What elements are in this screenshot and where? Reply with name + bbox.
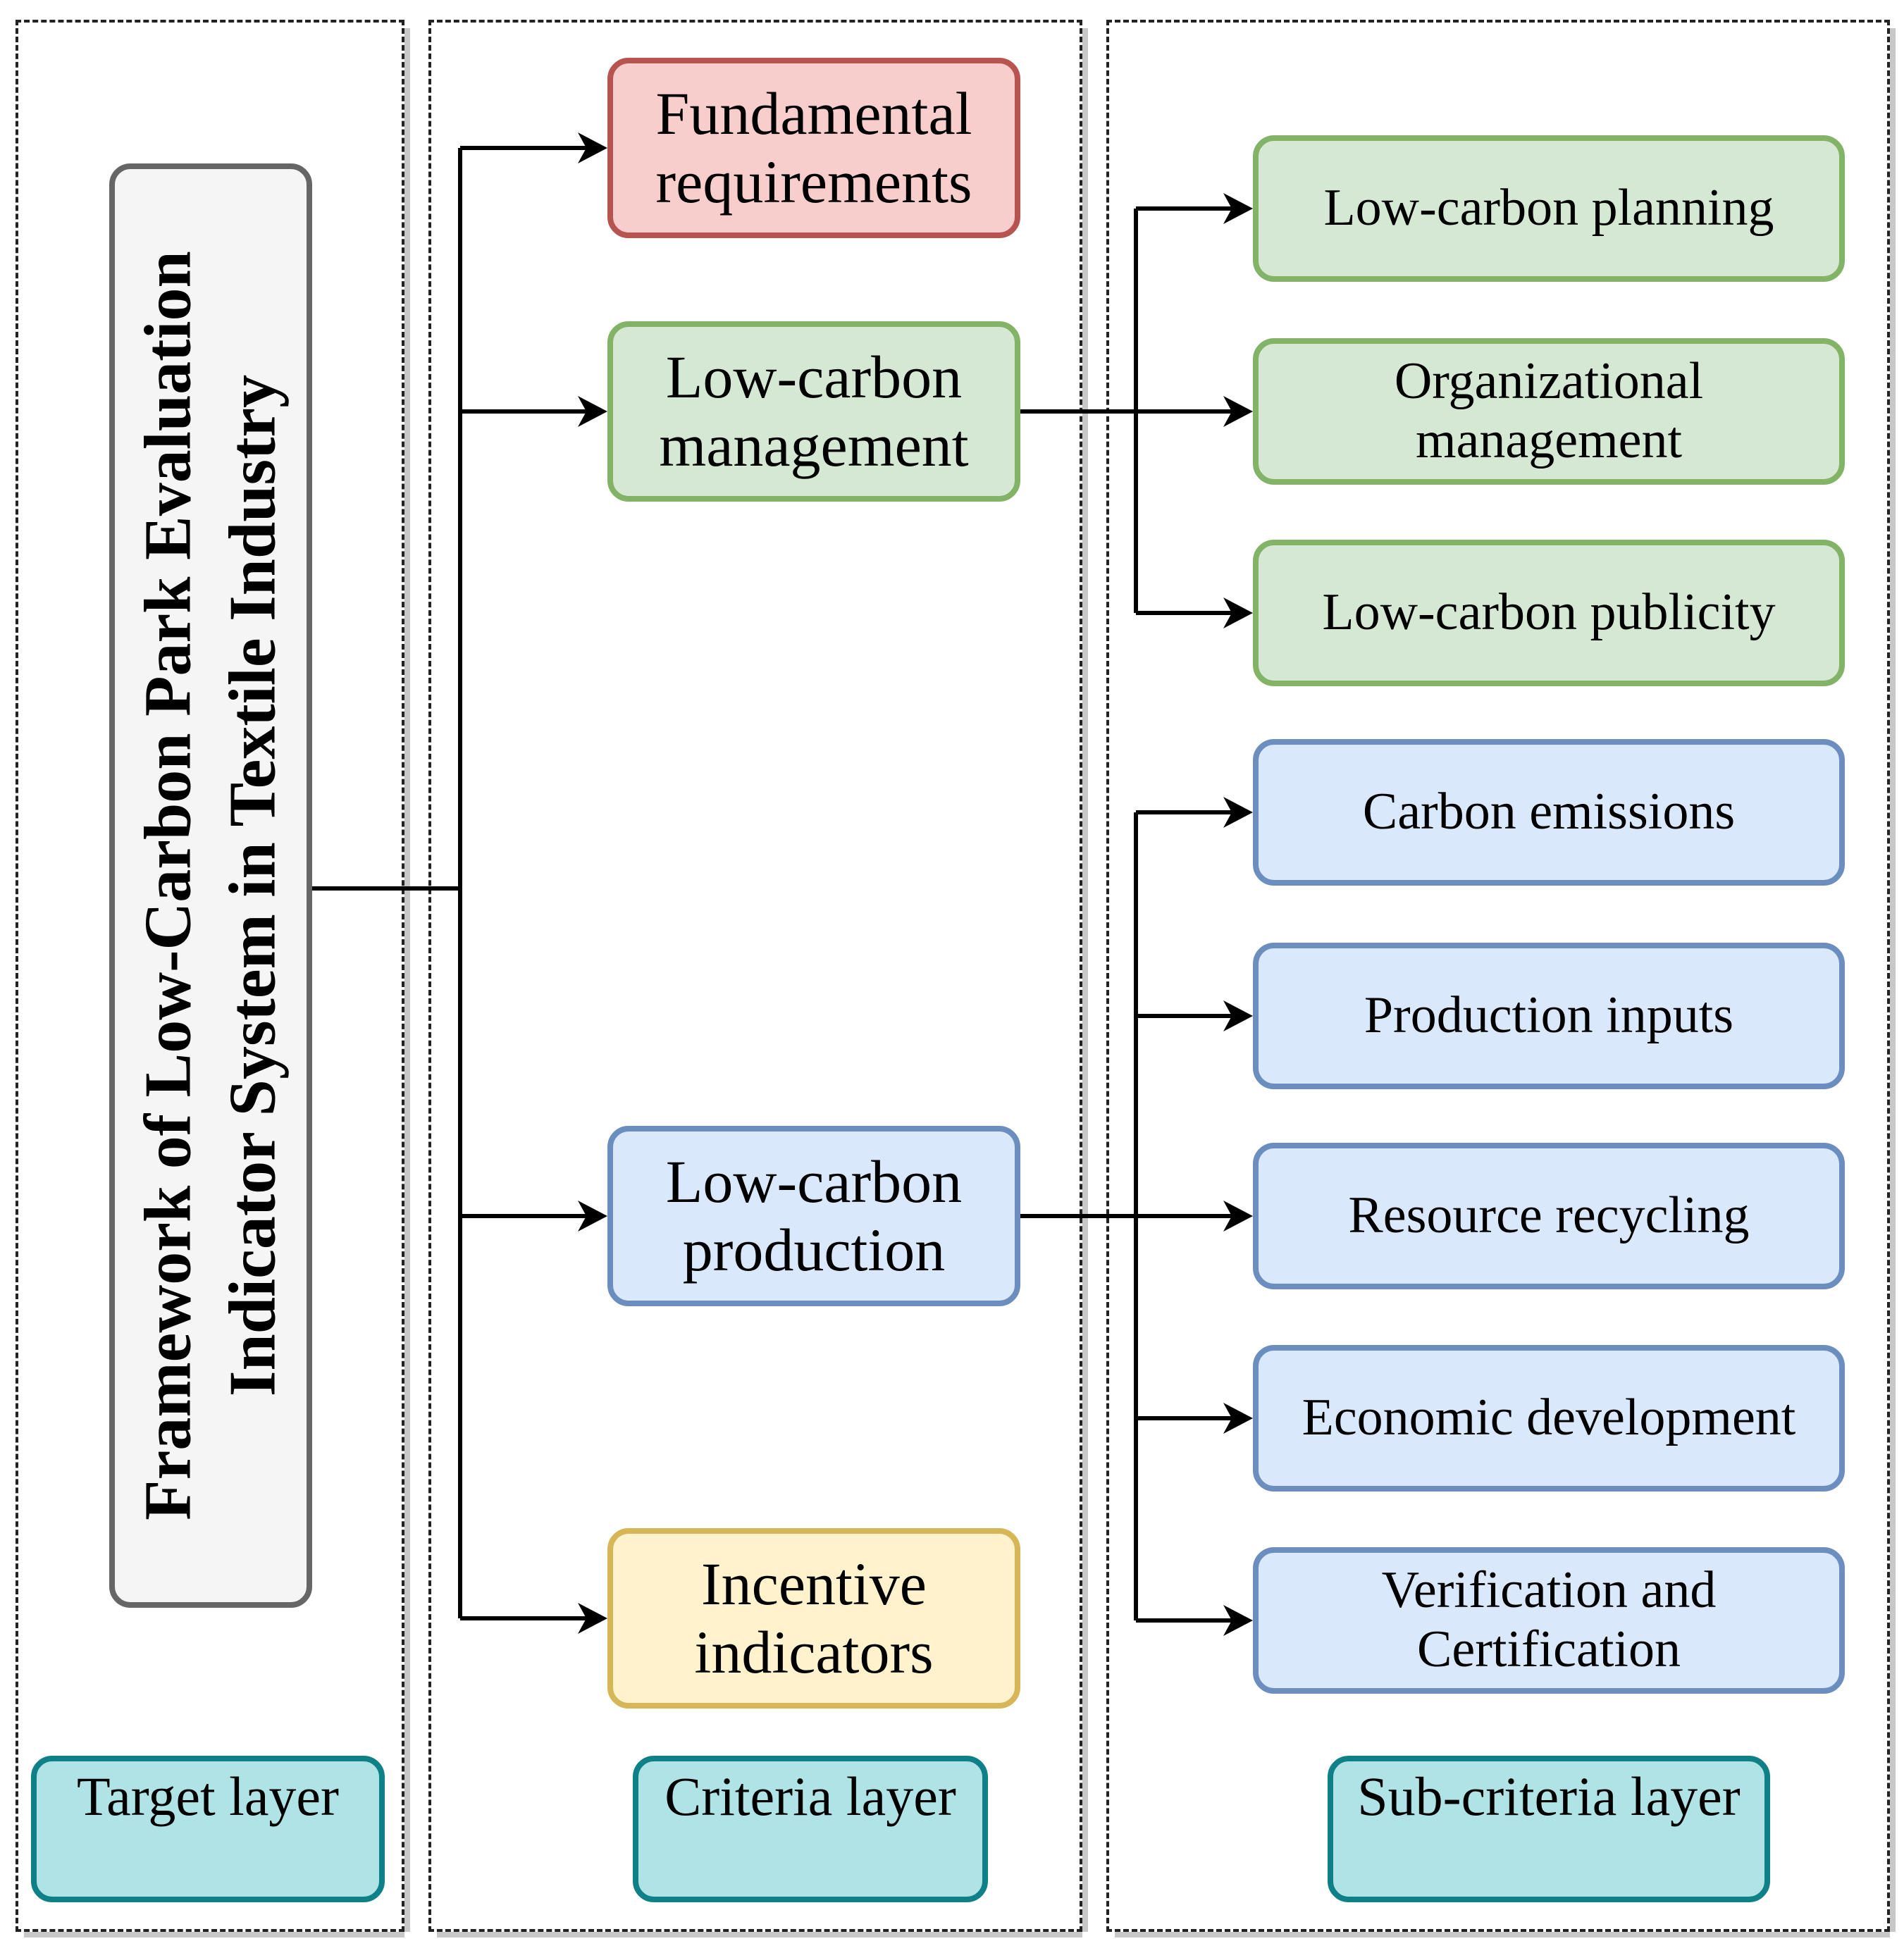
subcriteria-low-carbon-planning: Low-carbon planning: [1253, 135, 1850, 287]
criteria-layer-label: Criteria layer: [633, 1756, 994, 1908]
target-layer-text: Target layer: [76, 1766, 340, 1827]
target-title-line1: Framework of Low-Carbon Park Evaluation: [131, 251, 205, 1520]
target-title-line2: Indicator System in Textile Industry: [216, 374, 290, 1397]
subcriteria-label-line1: Low-carbon publicity: [1322, 583, 1776, 642]
target-box: Framework of Low-Carbon Park Evaluation …: [109, 163, 318, 1613]
criteria-layer-column: [428, 20, 1088, 1938]
subcriteria-label-line1: Carbon emissions: [1362, 783, 1736, 841]
subcriteria-economic-development: Economic development: [1253, 1345, 1850, 1497]
subcriteria-label-line2: Certification: [1417, 1620, 1681, 1678]
subcriteria-low-carbon-publicity: Low-carbon publicity: [1253, 540, 1850, 692]
subcriteria-resource-recycling: Resource recycling: [1253, 1143, 1850, 1295]
subcriteria-layer-text: Sub-criteria layer: [1357, 1766, 1741, 1827]
subcriteria-label-line2: management: [1415, 411, 1683, 469]
subcriteria-label-line1: Resource recycling: [1348, 1186, 1750, 1245]
criteria-label-line1: Low-carbon: [665, 342, 963, 411]
subcriteria-layer-label: Sub-criteria layer: [1328, 1756, 1776, 1908]
criteria-layer-text: Criteria layer: [664, 1766, 956, 1827]
subcriteria-label-line1: Organizational: [1394, 352, 1704, 411]
subcriteria-production-inputs: Production inputs: [1253, 943, 1850, 1095]
target-layer-label: Target layer: [31, 1756, 390, 1908]
criteria-label-line1: Fundamental: [655, 79, 972, 147]
subcriteria-label-line1: Low-carbon planning: [1323, 179, 1774, 237]
criteria-label-line2: management: [659, 411, 969, 479]
subcriteria-carbon-emissions: Carbon emissions: [1253, 739, 1850, 891]
criteria-label-line2: production: [682, 1216, 946, 1284]
criteria-label-line2: indicators: [694, 1618, 934, 1686]
target-layer-column: [16, 20, 410, 1938]
subcriteria-label-line1: Production inputs: [1364, 986, 1734, 1045]
subcriteria-layer-column: [1106, 20, 1896, 1938]
criteria-label-line1: Low-carbon: [665, 1147, 963, 1215]
target-title: Framework of Low-Carbon Park Evaluation …: [126, 216, 296, 1555]
subcriteria-label-line1: Economic development: [1302, 1389, 1796, 1447]
criteria-label-line2: requirements: [655, 148, 972, 216]
subcriteria-label-line1: Verification and: [1381, 1561, 1717, 1620]
criteria-label-line1: Incentive: [701, 1549, 927, 1618]
